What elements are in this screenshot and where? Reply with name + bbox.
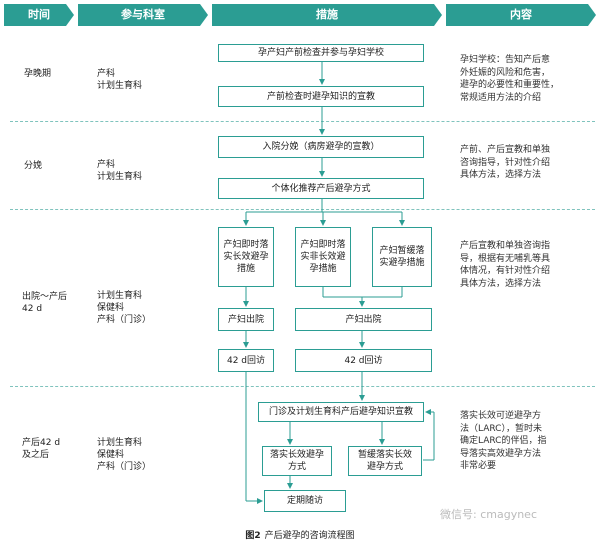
box-implement-long-acting: 落实长效避孕 方式 — [262, 446, 332, 476]
box-immediate-long-acting: 产妇即时落 实长效避孕 措施 — [218, 227, 274, 287]
box-outpatient-education: 门诊及计划生育科产后避孕知识宣教 — [258, 402, 424, 422]
row-dept-after-42d: 计划生育科 保健科 产科（门诊） — [97, 438, 152, 472]
row-dept-discharge: 计划生育科 保健科 产科（门诊） — [97, 291, 152, 325]
header-measures: 措施 — [212, 4, 442, 26]
box-prenatal-education: 产前检查时避孕知识的宣教 — [218, 86, 424, 107]
header-time: 时间 — [4, 4, 74, 26]
box-immediate-short-acting: 产妇即时落 实非长效避 孕措施 — [295, 227, 351, 287]
row-separator — [10, 209, 595, 210]
row-separator — [10, 386, 595, 387]
box-admission-delivery: 入院分娩（病房避孕的宣教） — [218, 136, 424, 158]
note-delivery-counseling: 产前、产后宣教和单独 咨询指导，针对性介绍 具体方法，选择方法 — [460, 145, 551, 180]
box-discharge-left: 产妇出院 — [218, 308, 274, 331]
box-discharge-right: 产妇出院 — [295, 308, 432, 331]
header-dept: 参与科室 — [78, 4, 208, 26]
row-dept-delivery: 产科 计划生育科 — [97, 160, 143, 182]
row-dept-late-pregnancy: 产科 计划生育科 — [97, 69, 143, 91]
row-time-late-pregnancy: 孕晚期 — [24, 69, 52, 79]
row-time-discharge: 出院～产后 42 d — [22, 292, 68, 314]
header-content: 内容 — [446, 4, 596, 26]
box-42d-visit-right: 42 d回访 — [295, 349, 432, 372]
note-larc-guidance: 落实长效可逆避孕方 法（LARC），暂时未 确定LARC的伴侣，指 导落实高效避… — [460, 411, 547, 471]
row-time-delivery: 分娩 — [24, 161, 43, 171]
box-defer-long-acting: 暂缓落实长效 避孕方式 — [348, 446, 422, 476]
box-prenatal-check: 孕产妇产前检查并参与孕妇学校 — [218, 44, 424, 62]
caption-text: 产后避孕的咨询流程图 — [264, 531, 355, 541]
box-42d-visit-left: 42 d回访 — [218, 349, 274, 372]
wechat-watermark: 微信号: cmagynec — [440, 508, 537, 521]
note-discharge-counseling: 产后宣教和单独咨询指 导，根据有无哺乳等具 体情况，有针对性介绍 具体方法，选择… — [460, 241, 551, 289]
row-time-after-42d: 产后42 d 及之后 — [22, 438, 61, 460]
caption-label: 图2 — [245, 531, 261, 541]
note-pregnancy-school: 孕妇学校：告知产后意 外妊娠的风险和危害， 避孕的必要性和重要性， 常规适用方法… — [460, 55, 560, 103]
box-personalized-recommendation: 个体化推荐产后避孕方式 — [218, 178, 424, 199]
box-deferred-contraception: 产妇暂缓落 实避孕措施 — [372, 227, 432, 287]
row-separator — [10, 121, 595, 122]
box-regular-follow-up: 定期随访 — [264, 490, 346, 512]
